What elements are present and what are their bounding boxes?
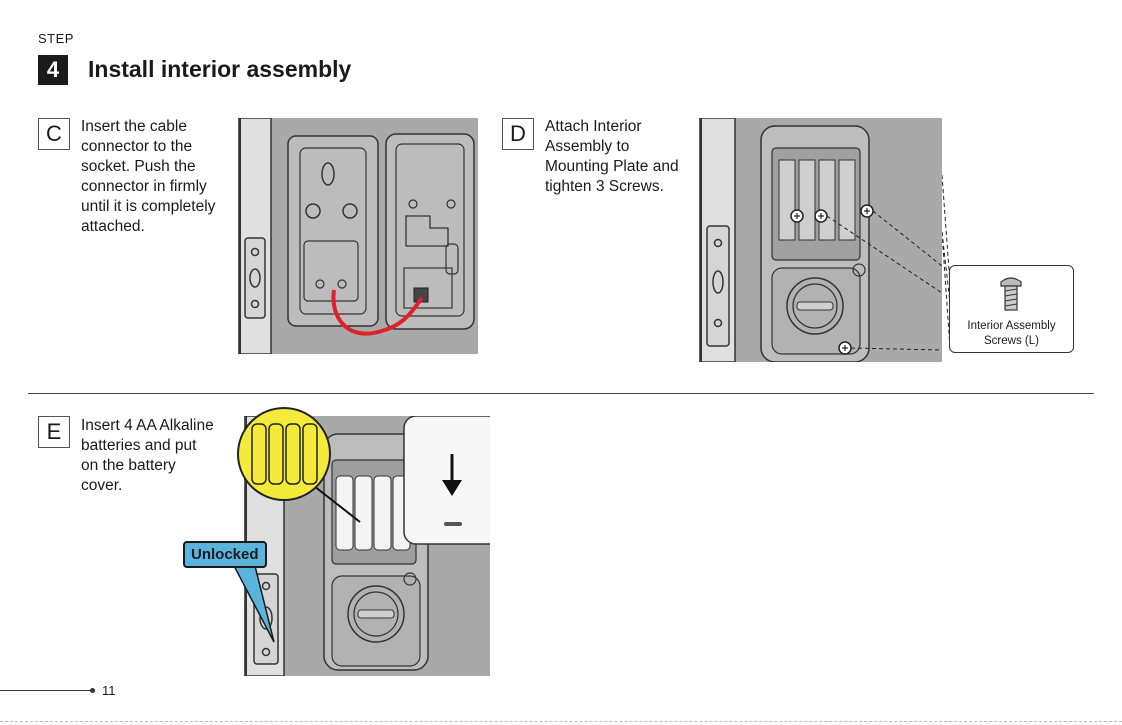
page-title: Install interior assembly	[88, 56, 352, 82]
callout-leader-lines	[942, 174, 951, 349]
footer-dot	[90, 688, 95, 693]
section-d-illustration	[699, 118, 942, 362]
unlocked-label: Unlocked	[183, 541, 267, 568]
section-d-instructions: Attach Interior Assembly to Mounting Pla…	[545, 118, 679, 195]
screws-callout-label: Interior Assembly Screws (L)	[967, 320, 1056, 347]
step-label: STEP	[38, 31, 74, 46]
footer-rule	[0, 690, 92, 691]
section-e-letter: E	[38, 416, 70, 448]
section-divider	[28, 393, 1094, 394]
page-number: 11	[102, 683, 116, 698]
mounting-screws-illustration	[699, 118, 942, 362]
section-d-letter: D	[502, 118, 534, 150]
screw-icon	[1000, 277, 1022, 311]
section-e-instructions: Insert 4 AA Alkaline batteries and put o…	[81, 417, 214, 494]
screws-callout: Interior Assembly Screws (L)	[949, 265, 1074, 353]
cable-connector-illustration	[238, 118, 475, 354]
step-number-badge: 4	[38, 55, 68, 85]
unlocked-pointer	[231, 562, 275, 643]
section-c-letter: C	[38, 118, 70, 150]
bottom-dashed-edge	[0, 721, 1122, 722]
section-c-illustration	[238, 118, 478, 354]
battery-install-illustration	[244, 416, 490, 676]
section-c-instructions: Insert the cable connector to the socket…	[81, 118, 216, 235]
battery-magnifier	[237, 407, 361, 523]
